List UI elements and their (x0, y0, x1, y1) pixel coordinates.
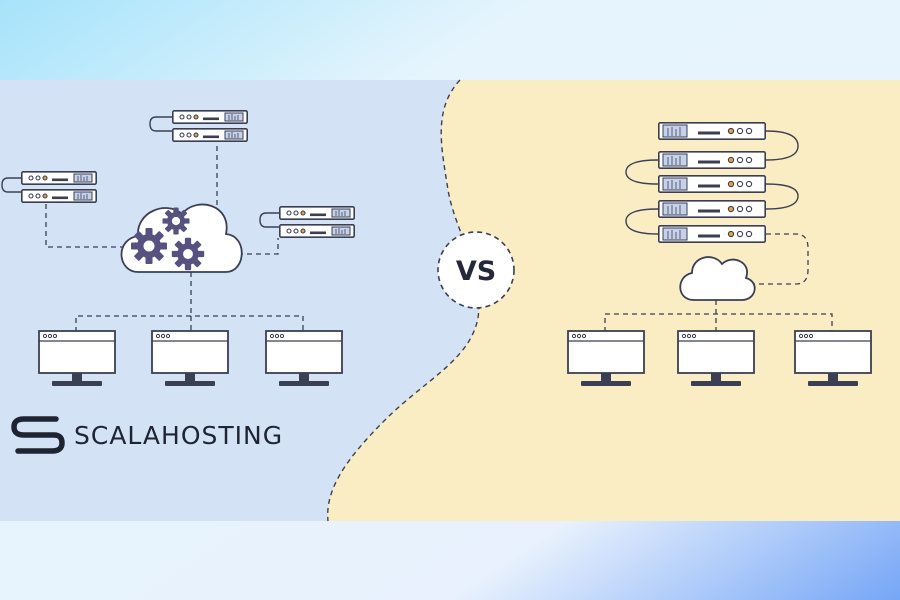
divider-wave (327, 79, 480, 522)
cloud-icon (679, 256, 756, 301)
server-rack-icon (279, 224, 355, 238)
server-rack-icon (658, 122, 766, 140)
server-rack-icon (172, 128, 248, 142)
server-rack-icon (658, 151, 766, 169)
gear-icon (162, 207, 190, 235)
server-rack-icon (658, 225, 766, 243)
scalahosting-s-logo-icon (11, 416, 65, 454)
server-rack-icon (658, 200, 766, 218)
cloud-icon (120, 203, 243, 273)
right-rack-links (625, 130, 799, 235)
server-pair-left (1, 171, 97, 203)
server-pair-right (259, 206, 355, 238)
server-rack-icon (21, 189, 97, 203)
server-pair-top (149, 110, 248, 142)
server-rack-icon (279, 206, 355, 220)
gear-icon (131, 228, 167, 264)
server-rack-icon (172, 110, 248, 124)
right-connectors (604, 233, 833, 332)
left-connectors (45, 146, 304, 332)
brand-logo: SCALAHOSTING (11, 416, 283, 454)
vs-badge: VS (437, 231, 515, 309)
server-rack-icon (658, 175, 766, 193)
vs-label: VS (456, 256, 496, 287)
brand-name: SCALAHOSTING (74, 421, 283, 450)
gear-icon (171, 237, 205, 271)
server-rack-icon (21, 171, 97, 185)
